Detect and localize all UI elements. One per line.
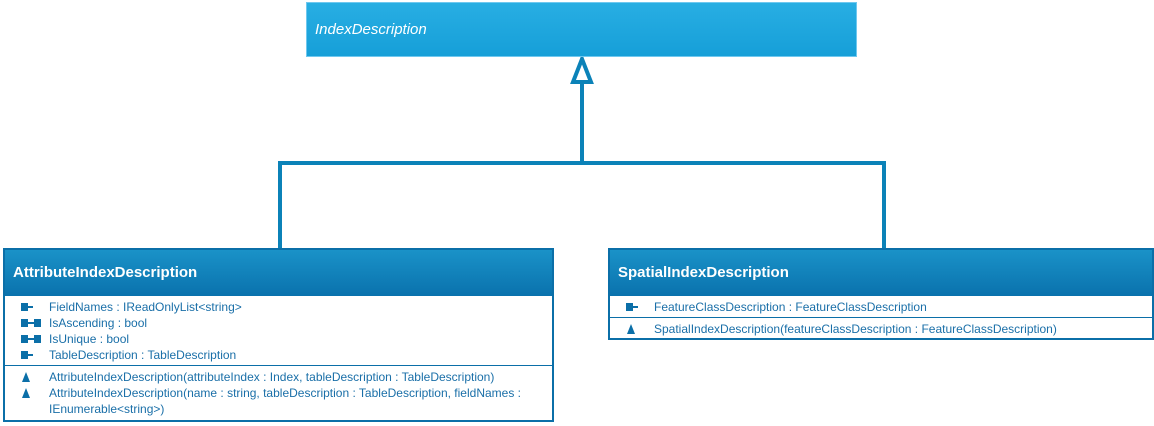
- class-spatial-index-description: SpatialIndexDescription FeatureClassDesc…: [608, 248, 1154, 340]
- method-member: AttributeIndexDescription(attributeIndex…: [5, 369, 552, 385]
- properties-section: FeatureClassDescription : FeatureClassDe…: [610, 296, 1152, 317]
- method-member: AttributeIndexDescription(name : string,…: [5, 385, 552, 417]
- class-name: SpatialIndexDescription: [610, 250, 1152, 296]
- property-member: IsUnique : bool: [5, 331, 552, 347]
- property-get-icon: [626, 303, 638, 311]
- member-text: IsUnique : bool: [49, 332, 130, 346]
- member-text: AttributeIndexDescription(name : string,…: [49, 386, 521, 416]
- methods-section: SpatialIndexDescription(featureClassDesc…: [610, 317, 1152, 339]
- property-member: IsAscending : bool: [5, 315, 552, 331]
- property-member: FieldNames : IReadOnlyList<string>: [5, 299, 552, 315]
- generalization-arrowhead: [570, 53, 594, 84]
- method-member: SpatialIndexDescription(featureClassDesc…: [610, 321, 1152, 337]
- class-index-description: IndexDescription: [306, 2, 857, 57]
- constructor-icon: [22, 388, 30, 398]
- member-text: TableDescription : TableDescription: [49, 348, 237, 362]
- member-text: FieldNames : IReadOnlyList<string>: [49, 300, 242, 314]
- properties-section: FieldNames : IReadOnlyList<string> IsAsc…: [5, 296, 552, 365]
- property-get-icon: [21, 303, 33, 311]
- property-member: FeatureClassDescription : FeatureClassDe…: [610, 299, 1152, 315]
- class-attribute-index-description: AttributeIndexDescription FieldNames : I…: [3, 248, 554, 422]
- member-text: FeatureClassDescription : FeatureClassDe…: [654, 300, 927, 314]
- member-text: IsAscending : bool: [49, 316, 148, 330]
- constructor-icon: [627, 324, 635, 334]
- methods-section: AttributeIndexDescription(attributeIndex…: [5, 365, 552, 419]
- property-get-set-icon: [21, 319, 41, 327]
- property-get-icon: [21, 351, 33, 359]
- property-member: TableDescription : TableDescription: [5, 347, 552, 363]
- class-name: IndexDescription: [315, 21, 427, 38]
- property-get-set-icon: [21, 335, 41, 343]
- class-name: AttributeIndexDescription: [5, 250, 552, 296]
- constructor-icon: [22, 372, 30, 382]
- member-text: AttributeIndexDescription(attributeIndex…: [49, 370, 495, 384]
- member-text: SpatialIndexDescription(featureClassDesc…: [654, 322, 1057, 336]
